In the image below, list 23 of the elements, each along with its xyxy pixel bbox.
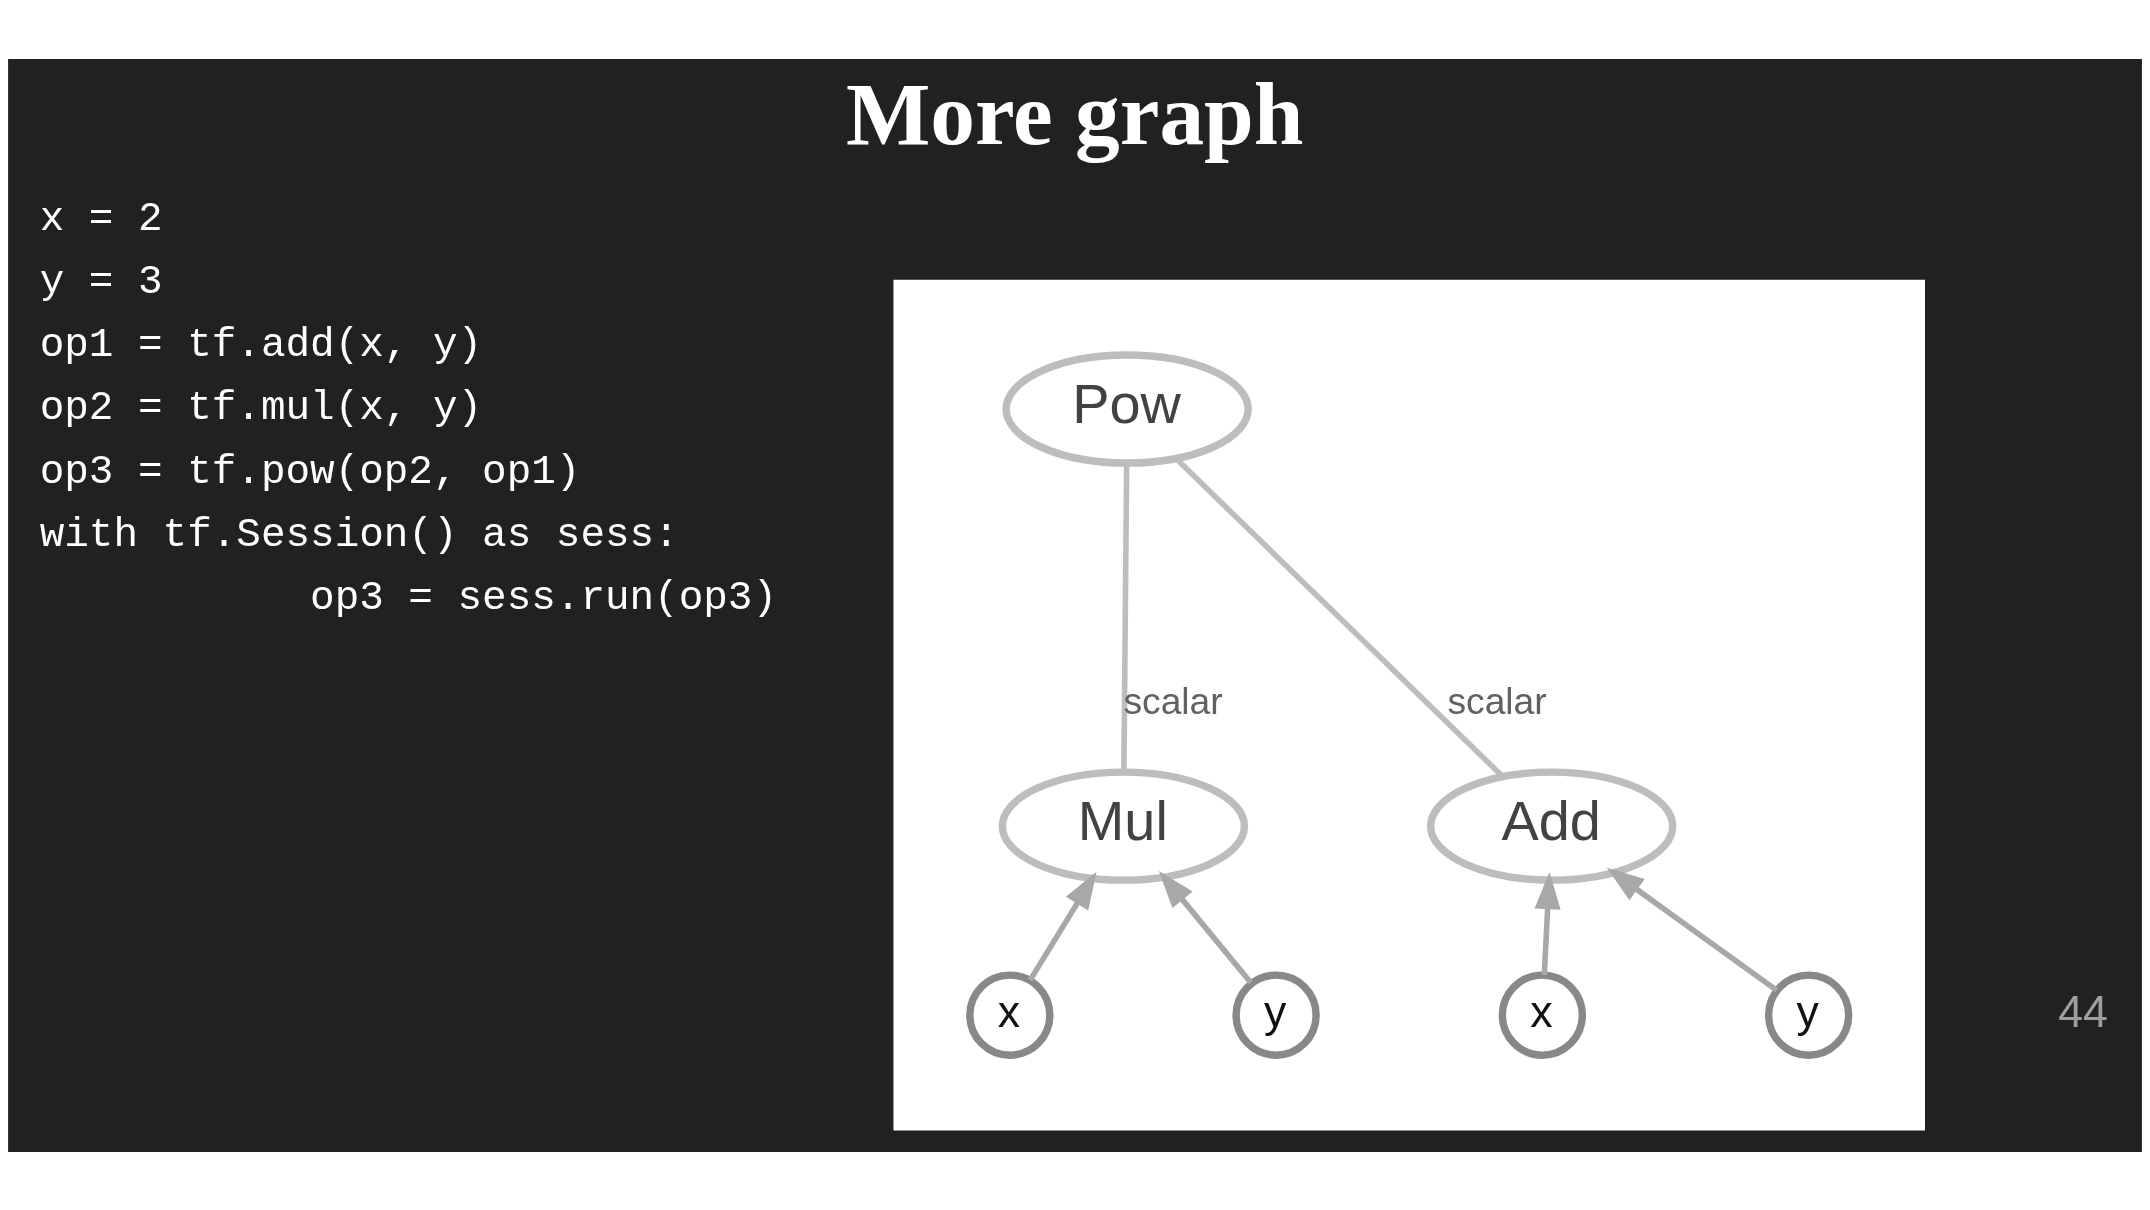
label: op3 = tf.pow(op2, op1) bbox=[39, 448, 581, 495]
arrow bbox=[1534, 871, 1561, 975]
label: y = 3 bbox=[39, 258, 163, 305]
node-circle: y bbox=[1232, 970, 1320, 1059]
label: op1 = tf.add(x, y) bbox=[39, 321, 483, 368]
diagram-title: More graph bbox=[845, 63, 1304, 163]
node-ellipse: Add bbox=[1426, 767, 1677, 884]
edge-label: scalar bbox=[1447, 679, 1547, 722]
arrow bbox=[1027, 871, 1097, 982]
label: op2 = tf.mul(x, y) bbox=[39, 384, 483, 431]
label: x = 2 bbox=[39, 195, 163, 242]
cluster bbox=[893, 279, 1925, 1131]
arrow bbox=[1606, 867, 1779, 992]
node-circle: x bbox=[1498, 970, 1587, 1059]
node-circle: x bbox=[966, 970, 1054, 1059]
label: op3 = sess.run(op3) bbox=[310, 574, 777, 621]
label: 44 bbox=[2058, 986, 2108, 1036]
label: with tf.Session() as sess: bbox=[39, 511, 679, 558]
edge-label: scalar bbox=[1123, 679, 1223, 722]
node-circle: y bbox=[1764, 970, 1853, 1059]
node-ellipse: Pow bbox=[1002, 350, 1252, 467]
node-ellipse: Mul bbox=[998, 767, 1249, 884]
arrow bbox=[1158, 870, 1254, 984]
